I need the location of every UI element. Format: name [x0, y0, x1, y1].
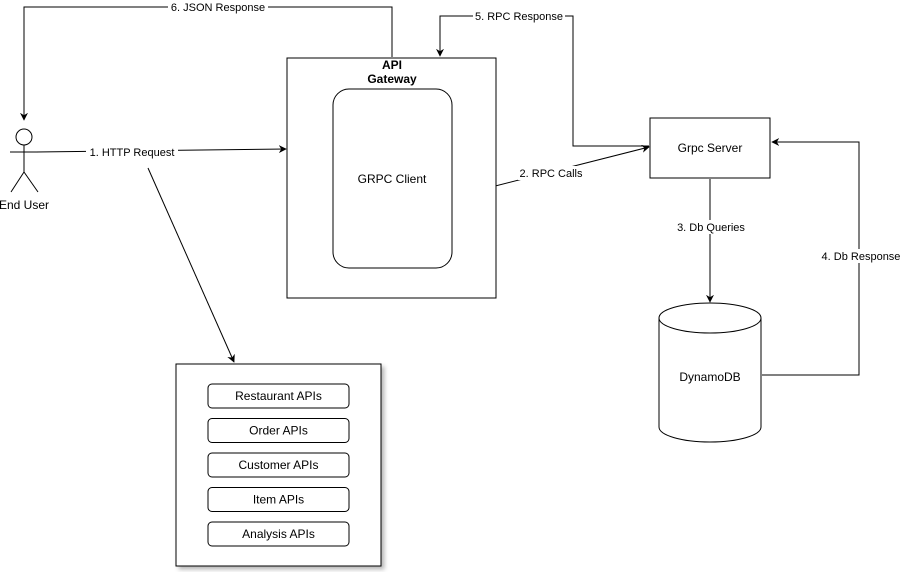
dynamodb-database: DynamoDB — [658, 302, 762, 443]
grpc-client-box — [332, 88, 453, 269]
api-item-box — [207, 383, 350, 409]
api-item-analysis-apis: Analysis APIs — [207, 521, 350, 547]
actor-label: End User — [0, 198, 49, 212]
edge-label-http-request: 1. HTTP Request — [86, 145, 178, 159]
edge-rpc-response — [436, 15, 649, 147]
api-item-label: Customer APIs — [238, 458, 318, 472]
api-item-label: Restaurant APIs — [235, 389, 322, 403]
api-item-box — [207, 418, 350, 443]
api-item-customer-apis: Customer APIs — [207, 452, 350, 478]
edge-label-rpc-calls: 2. RPC Calls — [518, 166, 584, 180]
api-item-item-apis: Item APIs — [207, 487, 350, 512]
svg-text:2. RPC Calls: 2. RPC Calls — [520, 168, 583, 180]
actor-head — [15, 128, 33, 146]
api-item-box — [207, 521, 350, 547]
edge-label-db-queries: 3. Db Queries — [673, 220, 749, 234]
api-item-box — [207, 452, 350, 478]
end-user-actor: End User — [0, 128, 49, 212]
api-item-order-apis: Order APIs — [207, 418, 350, 443]
grpc-client-label: GRPC Client — [358, 172, 427, 186]
edge-label-db-response: 4. Db Response — [819, 249, 901, 263]
api-item-restaurant-apis: Restaurant APIs — [207, 383, 350, 409]
api-item-box — [207, 487, 350, 512]
svg-text:1. HTTP Request: 1. HTTP Request — [90, 147, 175, 159]
svg-text:5. RPC Response: 5. RPC Response — [475, 11, 563, 23]
api-item-label: Analysis APIs — [242, 527, 315, 541]
svg-text:3. Db Queries: 3. Db Queries — [677, 222, 745, 234]
api-item-label: Item APIs — [253, 493, 304, 507]
grpc-server-label: Grpc Server — [678, 141, 743, 155]
dynamodb-label: DynamoDB — [679, 370, 740, 384]
gateway-title-line2: Gateway — [367, 72, 417, 86]
api-item-label: Order APIs — [249, 424, 308, 438]
edge-label-rpc-response: 5. RPC Response — [473, 9, 565, 23]
grpc-server: Grpc Server — [649, 117, 771, 179]
svg-text:6. JSON Response: 6. JSON Response — [171, 2, 265, 14]
api-gateway: API Gateway GRPC Client — [286, 57, 497, 299]
gateway-title-line1: API — [382, 58, 402, 72]
edge-label-json-response: 6. JSON Response — [168, 0, 268, 14]
edge-to-api-list — [147, 167, 235, 363]
svg-text:4. Db Response: 4. Db Response — [822, 251, 901, 263]
